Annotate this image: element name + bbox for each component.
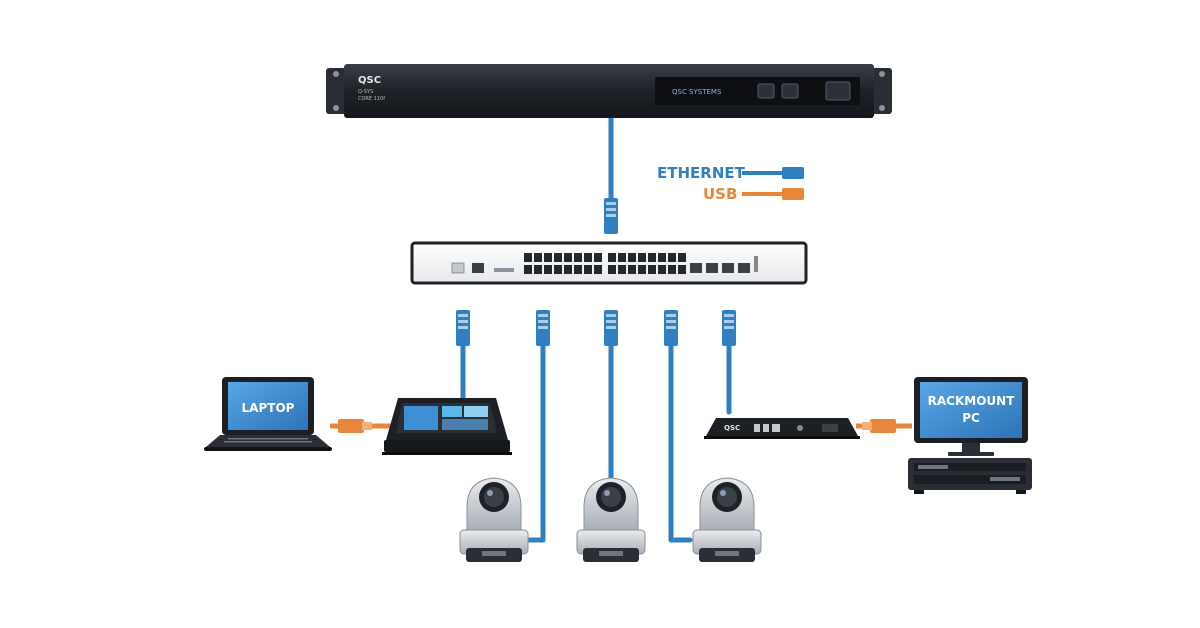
rj45-connectors	[456, 198, 736, 346]
core-model: Q-SYS	[358, 89, 373, 95]
laptop-screen	[228, 382, 308, 430]
cable-switch-to-camera-right	[668, 342, 693, 543]
usb-plug	[870, 419, 896, 433]
pc-label-line2: PC	[962, 411, 980, 425]
network-switch	[410, 241, 808, 285]
rj45-connector	[604, 310, 618, 346]
rackmount-pc: RACKMOUNT PC	[908, 377, 1032, 494]
usb-cables	[330, 419, 912, 433]
cable-switch-to-camera-left	[522, 342, 546, 543]
laptop-label: LAPTOP	[242, 401, 295, 415]
core-model-sub: CORE 110f	[358, 96, 385, 102]
switch-sfp-ports	[690, 263, 750, 273]
laptop: LAPTOP	[204, 377, 332, 451]
cable-legend: ETHERNET USB	[657, 164, 804, 203]
bridge-body	[706, 418, 858, 436]
usb-video-bridge: QSC	[704, 418, 860, 439]
switch-ports	[524, 253, 686, 274]
rj45-connector	[536, 310, 550, 346]
ptz-camera-center	[576, 477, 646, 562]
core-panel-brand: QSC SYSTEMS	[672, 88, 722, 96]
pc-label-line1: RACKMOUNT	[928, 394, 1016, 408]
pc-chassis	[908, 458, 1032, 490]
legend-usb-label: USB	[703, 185, 737, 203]
ethernet-cables	[460, 113, 732, 543]
monitor-stand	[962, 443, 980, 453]
core-button	[781, 83, 799, 99]
rack-ear-left	[326, 68, 348, 114]
core-usb-port	[825, 81, 851, 101]
touch-panel	[382, 398, 512, 455]
legend-ethernet-plug	[782, 167, 804, 179]
rj45-connector	[456, 310, 470, 346]
rj45-connector	[722, 310, 736, 346]
core-brand: QSC	[358, 75, 381, 86]
legend-usb-plug	[782, 188, 804, 200]
ptz-camera-right	[692, 477, 762, 562]
bridge-brand: QSC	[724, 424, 740, 432]
qsys-core-rack-unit: QSC Q-SYS CORE 110f QSC SYSTEMS	[326, 64, 892, 118]
usb-plug-tip	[862, 422, 872, 430]
rack-ear-right	[870, 68, 892, 114]
legend-ethernet-label: ETHERNET	[657, 164, 746, 182]
ptz-camera-left	[459, 477, 529, 562]
usb-plug-tip	[362, 422, 372, 430]
rj45-connector	[664, 310, 678, 346]
core-button	[757, 83, 775, 99]
usb-plug	[338, 419, 364, 433]
rj45-connector	[604, 198, 618, 234]
monitor-screen	[920, 382, 1022, 438]
